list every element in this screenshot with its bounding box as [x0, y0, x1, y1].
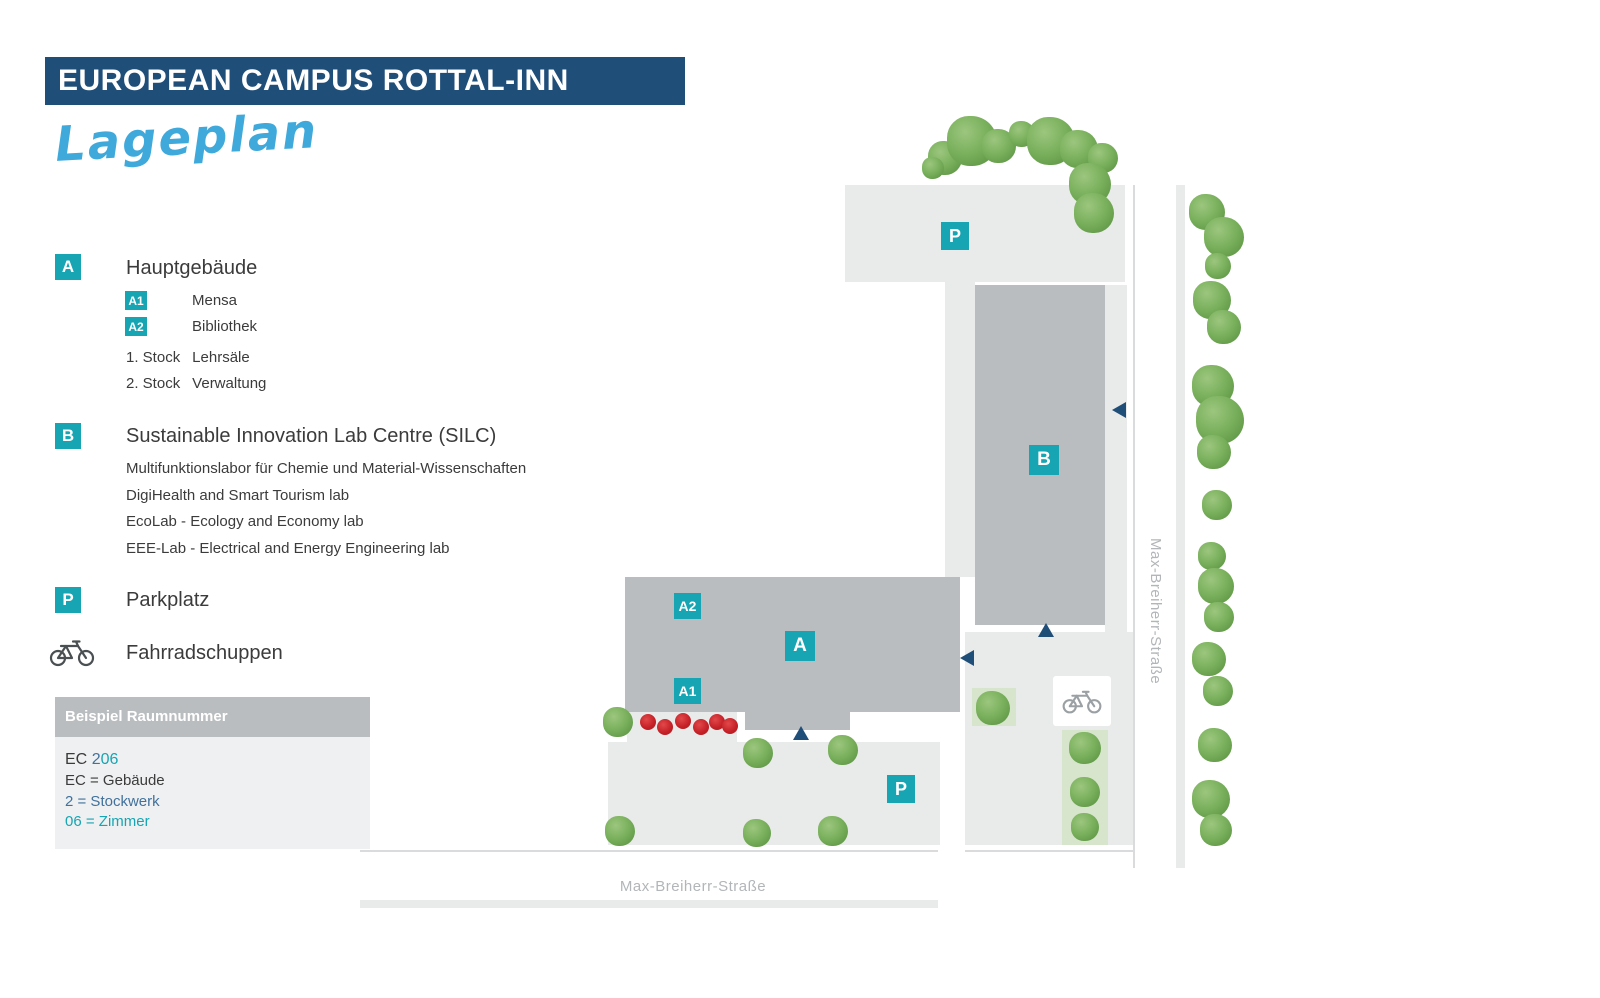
entrance-arrow-a-south [793, 726, 809, 740]
example-room-code: EC 206 [65, 751, 118, 769]
tree-icon [1200, 814, 1232, 846]
legend-label-bibliothek: Bibliothek [192, 318, 258, 335]
map-badge-b: B [1029, 445, 1059, 475]
tree-icon [1071, 813, 1099, 841]
tree-icon [1192, 642, 1226, 676]
tree-icon [743, 738, 773, 768]
bicycle-icon [48, 636, 96, 673]
street-label-vertical: Max-Breiherr-Straße [1147, 538, 1164, 685]
legend-lab-4: EEE-Lab - Electrical and Energy Engineer… [126, 540, 450, 557]
legend-label-parkplatz: Parkplatz [126, 589, 210, 611]
tree-icon [828, 735, 858, 765]
path-right-of-b [1105, 285, 1127, 660]
flower-icon [693, 719, 709, 735]
tree-icon [1207, 310, 1241, 344]
tree-icon [605, 816, 635, 846]
map-badge-a1: A1 [674, 678, 701, 704]
legend-label-hauptgebaeude: Hauptgebäude [126, 257, 258, 279]
courtyard-area [965, 632, 1135, 845]
bike-shed [1053, 676, 1111, 726]
tree-icon [1192, 780, 1230, 818]
tree-icon [1069, 732, 1101, 764]
legend-badge-p: P [55, 587, 81, 613]
parking-area-bottom [608, 742, 940, 845]
entrance-arrow-a-east [960, 650, 974, 666]
legend-floor-1-level: 1. Stock [126, 349, 181, 366]
example-line-floor: 2 = Stockwerk [65, 793, 160, 810]
flower-icon [722, 718, 738, 734]
header-banner: EUROPEAN CAMPUS ROTTAL-INN [45, 57, 685, 105]
tree-icon [1202, 490, 1232, 520]
legend-lab-2: DigiHealth and Smart Tourism lab [126, 487, 350, 504]
tree-icon [1205, 253, 1231, 279]
tree-icon [1198, 568, 1234, 604]
map-badge-a2: A2 [674, 593, 701, 619]
path-left-of-b [945, 282, 975, 577]
street-bottom-edge-right [965, 850, 1133, 852]
room-floor-digit: 2 [91, 751, 101, 768]
legend-badge-a: A [55, 254, 81, 280]
example-box-body [55, 737, 370, 849]
legend-floor-1: 1. Stock Lehrsäle [126, 349, 250, 366]
tree-icon [1074, 193, 1114, 233]
example-box-header: Beispiel Raumnummer [55, 697, 370, 737]
room-number-digits: 06 [100, 751, 119, 768]
example-line-room: 06 = Zimmer [65, 813, 150, 830]
entrance-arrow-b-south [1038, 623, 1054, 637]
street-bottom-band [360, 900, 938, 908]
map-badge-a: A [785, 631, 815, 661]
legend-floor-2: 2. Stock Verwaltung [126, 375, 266, 392]
tree-icon [1204, 217, 1244, 257]
legend-floor-2-label: Verwaltung [192, 375, 267, 392]
flower-icon [675, 713, 691, 729]
map-badge-p-top: P [941, 222, 969, 250]
legend-floor-1-label: Lehrsäle [192, 349, 250, 366]
tree-icon [1197, 435, 1231, 469]
tree-icon [743, 819, 771, 847]
building-a-extension [745, 712, 850, 730]
room-prefix: EC [65, 751, 88, 768]
page-subtitle: Lageplan [53, 103, 320, 173]
flower-icon [657, 719, 673, 735]
entrance-arrow-b-east [1112, 402, 1126, 418]
legend-badge-a2: A2 [125, 317, 147, 336]
street-vertical-edge [1133, 185, 1135, 868]
page-title: EUROPEAN CAMPUS ROTTAL-INN [58, 64, 569, 97]
tree-icon [976, 691, 1010, 725]
tree-icon [1198, 542, 1226, 570]
tree-icon [603, 707, 633, 737]
legend-lab-1: Multifunktionslabor für Chemie und Mater… [126, 460, 527, 477]
legend-label-silc: Sustainable Innovation Lab Centre (SILC) [126, 425, 497, 447]
legend-lab-3: EcoLab - Ecology and Economy lab [126, 513, 364, 530]
flower-icon [709, 714, 725, 730]
example-line-building: EC = Gebäude [65, 772, 165, 789]
legend-floor-2-level: 2. Stock [126, 375, 181, 392]
tree-icon [1070, 777, 1100, 807]
tree-icon [818, 816, 848, 846]
tree-icon [1204, 602, 1234, 632]
legend-badge-b: B [55, 423, 81, 449]
tree-icon [922, 157, 944, 179]
legend-label-mensa: Mensa [192, 292, 238, 309]
tree-icon [1198, 728, 1232, 762]
street-vertical-band [1176, 185, 1185, 868]
bike-shed-icon [1062, 690, 1102, 714]
street-bottom-edge-left [360, 850, 938, 852]
flower-icon [640, 714, 656, 730]
legend-label-fahrradschuppen: Fahrradschuppen [126, 642, 283, 664]
tree-icon [1203, 676, 1233, 706]
legend-badge-a1: A1 [125, 291, 147, 310]
map-badge-p-bottom: P [887, 775, 915, 803]
street-label-bottom: Max-Breiherr-Straße [619, 878, 767, 895]
